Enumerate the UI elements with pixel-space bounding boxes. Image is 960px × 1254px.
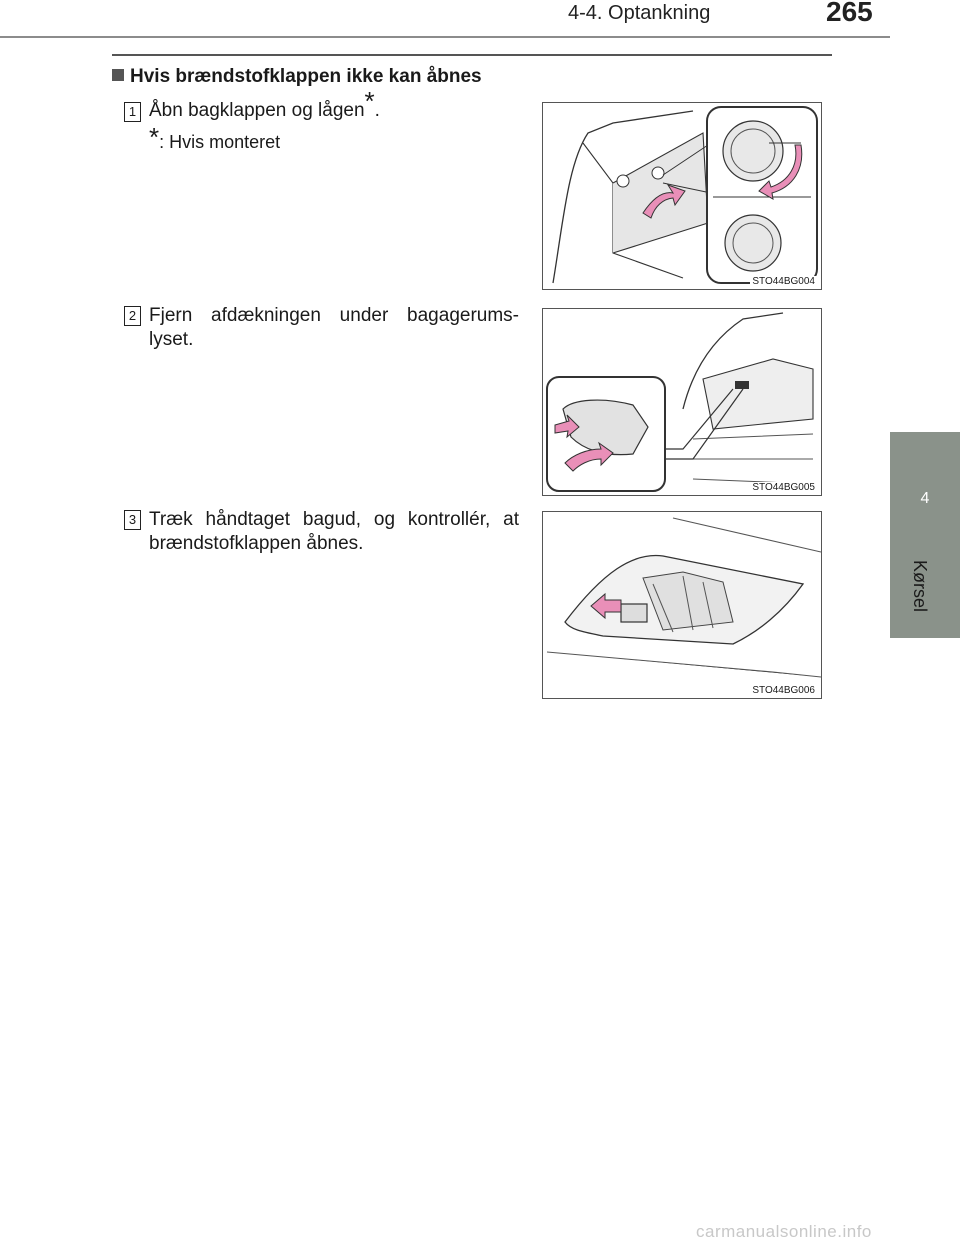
footnote: *: Hvis monteret [149, 122, 281, 152]
chapter-label: Kørsel [910, 560, 930, 613]
heading-square-icon [112, 69, 124, 81]
figure-code: STO44BG006 [750, 685, 817, 696]
header-rule [0, 36, 890, 38]
header-section-title: 4-4. Optankning [568, 2, 711, 24]
figure-fuel-cap: STO44BG004 [542, 102, 822, 290]
chapter-number: 4 [920, 490, 930, 507]
page-number: 265 [826, 0, 873, 27]
figure-handle: STO44BG006 [542, 511, 822, 699]
step-text: Åbn bagklappen og lågen*. [149, 86, 380, 121]
watermark: carmanualsonline.info [696, 1222, 872, 1241]
step-number: 1 [124, 102, 141, 122]
section-rule [112, 54, 832, 56]
figure-code: STO44BG004 [750, 276, 817, 287]
figure-cover: STO44BG005 [542, 308, 822, 496]
step-text: Træk håndtaget bagud, og kontrollér, at … [149, 509, 519, 554]
figure-code: STO44BG005 [750, 482, 817, 493]
chapter-side-tab: 4 [890, 432, 960, 638]
illustration-release-handle [546, 517, 821, 678]
illustration-trunk-cover [546, 312, 814, 492]
step-text: Fjern afdækningen under bagagerums- lyse… [149, 305, 519, 350]
illustration-trunk-cap [552, 106, 818, 284]
step-number: 3 [124, 510, 141, 530]
section-heading: Hvis brændstofklappen ikke kan åbnes [112, 66, 482, 88]
step-number: 2 [124, 306, 141, 326]
